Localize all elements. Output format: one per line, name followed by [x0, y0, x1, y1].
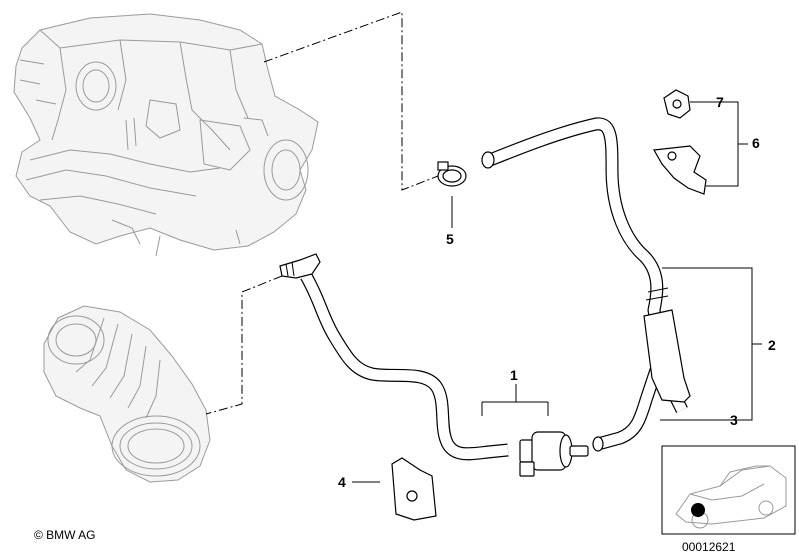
- hose-nipple: [279, 253, 321, 279]
- clip: [663, 89, 691, 119]
- car-location-thumbnail-icon: [661, 445, 796, 535]
- leader-lines: [352, 101, 762, 483]
- fuel-tank-vent-line: [481, 117, 688, 413]
- callout-6: 6: [752, 135, 760, 151]
- fuel-tank-vent-line-short: [592, 367, 663, 452]
- callout-1: 1: [510, 367, 518, 383]
- bracket: [653, 145, 707, 195]
- diagram-id-label: 00012621: [682, 540, 736, 554]
- callout-4: 4: [338, 474, 346, 490]
- callout-7: 7: [716, 94, 724, 110]
- callout-3: 3: [730, 412, 738, 428]
- y-connector: [643, 287, 691, 403]
- vent-hose: [300, 272, 509, 461]
- callout-2: 2: [768, 337, 776, 353]
- intake-boot-icon: [43, 305, 211, 483]
- intake-manifold-icon: [13, 13, 319, 257]
- reference-lines: [205, 11, 439, 415]
- tank-vent-valve: [519, 431, 589, 477]
- copyright-label: © BMW AG: [34, 528, 96, 542]
- callout-5: 5: [446, 231, 454, 247]
- rubber-holder: [391, 457, 437, 521]
- hose-clamp: [437, 161, 467, 187]
